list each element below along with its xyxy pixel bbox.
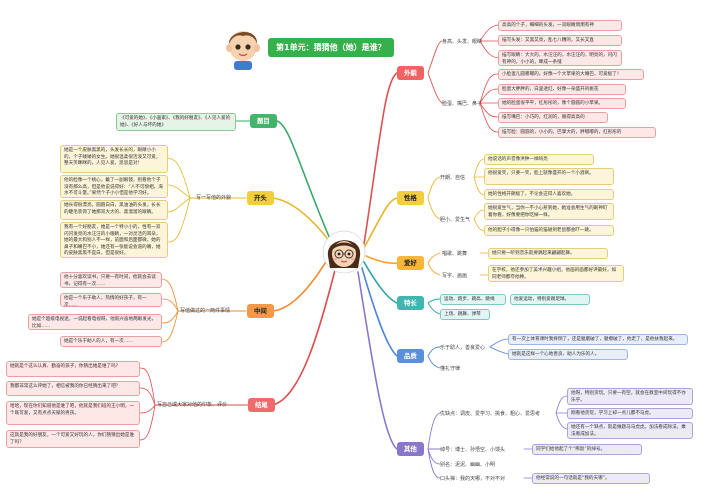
- kaitou-item: 他的脸像一个桃心，戴了一副眼镜，别看他个子没有那么高，但是他说说得好：“人不可貌…: [60, 175, 168, 198]
- techang-tag: 运动、跑步、跳高、跳绳: [440, 294, 506, 305]
- xingge-item: 他说话的声音像洪钟一样响亮: [484, 154, 594, 165]
- qita-tag: 别名：泥泥、幽幽、小明: [440, 462, 496, 468]
- waimao-tag: 脸蛋、嘴巴、鼻子: [442, 101, 483, 107]
- jiewei-item: 哈哈，现在你们知道他是谁了吧，他就是我们班的王小明，一个既可爱，又有点点天赋的男…: [6, 401, 140, 425]
- aihao-tag: 唱歌、跳舞: [442, 251, 468, 257]
- qita-tag: 优缺点：调皮、爱学习、挑食、粗心、爱思考: [440, 411, 541, 417]
- techang-item: 他爱运动，特别爱踢足球。: [510, 294, 590, 305]
- waimao-item: 描写眼睛：大大的，水汪汪的，水汪汪的，明亮的，闪闪有神的，小小的，眯成一条缝: [498, 50, 622, 66]
- qita-item: 同学们给他起了个“稀饭”的绰号。: [532, 444, 642, 455]
- waimao-item: 高高的个子，细细的头发，一双眼睛炯炯有神: [498, 20, 622, 31]
- topic-waimao[interactable]: 外貌: [397, 66, 424, 80]
- jiewei-note: 写自己或大家对他的印象、评价: [157, 402, 228, 408]
- kaitou-item: 她是一个皮肤黑黑的，头发长长的，眼睛小小的，个子矮矮的女生。她很温柔很活泼又可爱…: [60, 145, 168, 173]
- topic-kaitou[interactable]: 开头: [247, 191, 274, 205]
- waimao-item: 描写头发：又黑又亮，乱七八糟的，又长又直: [498, 35, 622, 46]
- zhongjian-item: 他十分喜欢读书，只要一有时间，他就会去读书，记得有一次……: [60, 272, 162, 288]
- qita-item: 他经常说的一句话就是“我的天哪”。: [532, 473, 650, 484]
- waimao-tag: 身高、头发、眼睛: [442, 39, 483, 45]
- topic-aihao[interactable]: 爱好: [397, 256, 424, 270]
- xingge-item: 她很爱生气，当你一不小心惹到她，她准会用生气的眼神盯着你看，好像要把你吃掉一样。: [484, 203, 614, 220]
- pinzhi-item: 有一次上体育课时我摔倒了，还是腿磨破了，腿擦破了，他走了，是他扶我起来。: [508, 334, 688, 345]
- xingge-item: 他很爱笑，只要一笑，脸上就像盛开的一个小酒窝。: [484, 168, 614, 185]
- waimao-item: 描写脸：圆圆的，小小的，巴掌大的，胖嘟嘟的，红彤彤的: [498, 127, 656, 138]
- pinzhi-item: 她就是这样一个心地善良、助人为乐的人。: [508, 349, 628, 360]
- aihao-tag: 写字、画画: [442, 273, 468, 279]
- kaitou-item: 我有一个好朋友，她是一个特小小的，性有一双闪闪发亮的水汪汪的小眼睛，一对灵活的耳…: [60, 222, 168, 258]
- timu-item: 《可爱的她》、《小画家》、《我的好朋友》、《人见人爱的她》、《好人与坏的她》: [116, 113, 236, 131]
- xingge-item: 他的胆子小得像一只怕猫的猫碰到老鼠都会吓一跳。: [484, 225, 614, 236]
- qita-tag: 绰号：博士、孙悟空、小馒头: [440, 447, 506, 453]
- qita-tag: 口头禅：我的天哪，不对不对: [440, 476, 506, 482]
- topic-zhongjian[interactable]: 中间: [247, 304, 274, 318]
- waimao-item: 小脸蛋儿圆嘟嘟的，好像一个大苹果的大嘴巴，可爱极了！: [498, 69, 644, 80]
- topic-timu[interactable]: 题目: [250, 114, 277, 128]
- jiewei-item: 她就是个这么认真、勤奋的孩子，你猜出她是谁了吗？: [6, 361, 140, 377]
- qita-item: 他呀，特别贪玩。只要一有空，就会在教室中间玩得不亦乐乎。: [567, 388, 693, 405]
- topic-pinzhi[interactable]: 品质: [397, 349, 424, 363]
- zhongjian-item: 他是一个乐于助人，热情的好孩子，有一次……: [60, 293, 162, 307]
- boy-avatar-icon: [222, 24, 264, 70]
- kaitou-item: 她长得很漂亮，圆圆白白，黑油油的头发，长长的睫毛装饰了她那双大大的、黑溜溜的眼睛…: [60, 200, 168, 220]
- aihao-item: 她只要一听到音乐就要跳起来翩翩起舞。: [488, 248, 608, 259]
- jiewei-item: 我都非常这么评她了，相信被我的你已经猜出来了吧？: [6, 381, 140, 396]
- zhongjian-item: 她是个乐于助人的人，有一次……: [60, 336, 162, 347]
- techang-tag: 上场、跳舞、弹琴: [440, 309, 490, 320]
- pinzhi-tag: 懂礼守律: [440, 366, 461, 372]
- topic-techang[interactable]: 特长: [397, 296, 424, 310]
- waimao-item: 描写嘴巴：小巧的，红润的，撅得高高的: [498, 112, 608, 123]
- topic-jiewei[interactable]: 结尾: [248, 398, 275, 412]
- aihao-item: 在学校，他还参加了美术兴趣小组，他画的画都好评最好，如同老师都夸他棒。: [488, 265, 624, 282]
- xingge-tag: 胆小、爱生气: [440, 217, 471, 223]
- zhongjian-note: 写他做过的一两件事情: [180, 308, 231, 314]
- jiewei-item: 这就是我的好朋友，一个可爱又好玩的人，你们猜猜出她是谁了吗？: [6, 430, 140, 448]
- girl-avatar-icon: [322, 228, 366, 276]
- waimao-item: 脸蛋大胖胖的，白里透红，好像一朵盛开的桃花: [498, 84, 626, 95]
- waimao-item: 她的脸蛋很平平，红彤彤的，像个圆圆的小苹果。: [498, 98, 626, 109]
- page-title: 第1单元：猜猜他（她）是谁？: [268, 38, 394, 57]
- kaitou-note: 写一写他的外貌: [196, 195, 232, 201]
- topic-xingge[interactable]: 性格: [397, 191, 424, 205]
- qita-item: 她还有一个缺点，就是做题马马虎虎。加法看成除法，乘法看成加法。: [567, 422, 693, 439]
- xingge-tag: 开朗、自信: [440, 175, 466, 181]
- qita-item: 刚看他贪玩，学习上却一点儿都不马虎。: [567, 408, 693, 419]
- xingge-item: 她的性格开朗极了，不论会这得人喜欢她。: [484, 189, 614, 200]
- pinzhi-tag: 乐于助人，善良爱心: [440, 345, 486, 351]
- zhongjian-item: 她是个超级电视迷，一说起看电视呀，他就兴奋地两眼发光，比如……: [28, 314, 162, 330]
- topic-qita[interactable]: 其他: [397, 442, 424, 456]
